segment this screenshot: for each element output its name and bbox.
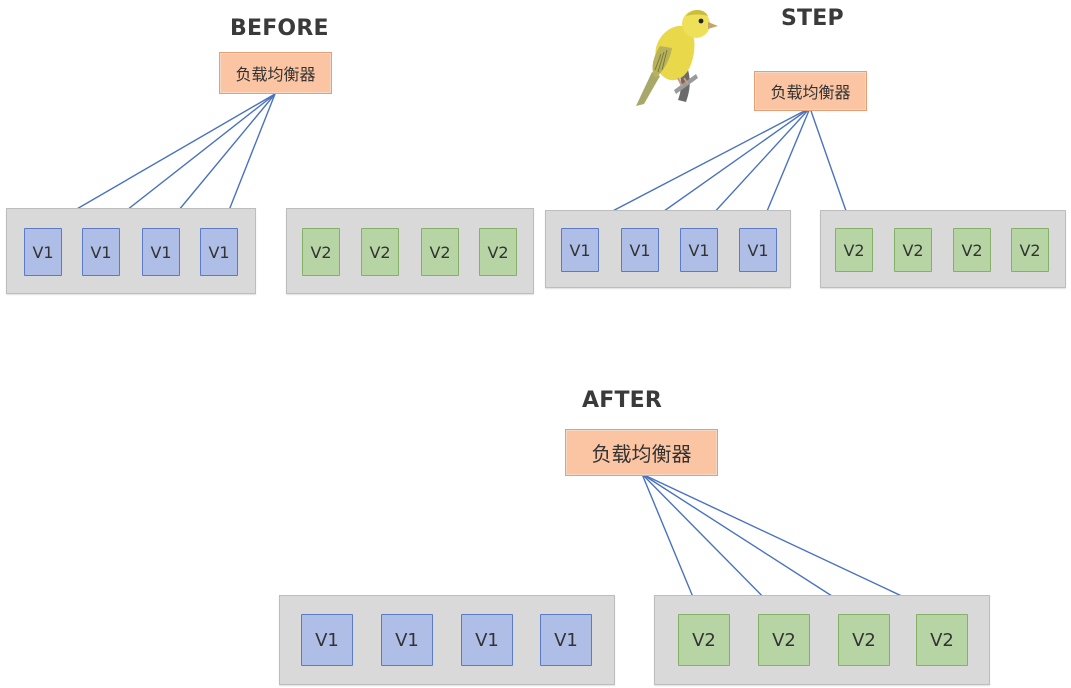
after-title: AFTER (582, 388, 663, 413)
arrow-before-3 (163, 93, 276, 229)
v1-node: V1 (381, 614, 433, 666)
load-balancer-step: 负载均衡器 (754, 71, 867, 111)
canary-bird-icon (636, 10, 718, 106)
load-balancer-label: 负载均衡器 (591, 442, 692, 466)
v1-node: V1 (540, 614, 592, 666)
v1-node: V1 (680, 228, 718, 272)
v1-node: V1 (301, 614, 353, 666)
v1-node: V1 (561, 228, 599, 272)
v2-node: V2 (1011, 228, 1049, 272)
load-balancer-label: 负载均衡器 (770, 83, 851, 102)
v1-node: V1 (461, 614, 513, 666)
arrow-step-3 (699, 107, 811, 229)
v2-node: V2 (838, 614, 890, 666)
before-title: BEFORE (230, 16, 329, 41)
arrow-step-2 (638, 107, 811, 229)
v2-node: V2 (361, 228, 399, 276)
v2-node: V2 (302, 228, 340, 276)
v2-node: V2 (421, 228, 459, 276)
arrow-before-1 (42, 93, 276, 229)
v2-node: V2 (894, 228, 932, 272)
v1-node: V1 (621, 228, 659, 272)
load-balancer-before: 负载均衡器 (219, 52, 332, 94)
load-balancer-label: 负载均衡器 (235, 65, 316, 84)
arrow-after-1 (641, 473, 702, 616)
arrow-after-3 (641, 473, 862, 615)
arrow-before-4 (220, 93, 276, 230)
v2-node: V2 (678, 614, 730, 666)
v2-node: V2 (479, 228, 517, 276)
arrow-before-2 (103, 93, 276, 229)
v1-node: V1 (24, 228, 62, 276)
v2-node: V2 (835, 228, 873, 272)
v1-node: V1 (200, 228, 238, 276)
arrow-after-2 (641, 473, 781, 615)
arrow-step-5 (809, 107, 855, 230)
v2-node: V2 (758, 614, 810, 666)
load-balancer-after: 负载均衡器 (565, 429, 718, 476)
arrow-step-1 (578, 107, 811, 229)
v2-node: V2 (953, 228, 991, 272)
v1-node: V1 (739, 228, 777, 272)
v1-node: V1 (142, 228, 180, 276)
arrow-after-4 (641, 473, 942, 615)
v2-node: V2 (916, 614, 968, 666)
v1-node: V1 (82, 228, 120, 276)
step-title: STEP (781, 6, 844, 31)
arrow-step-4 (758, 107, 811, 230)
